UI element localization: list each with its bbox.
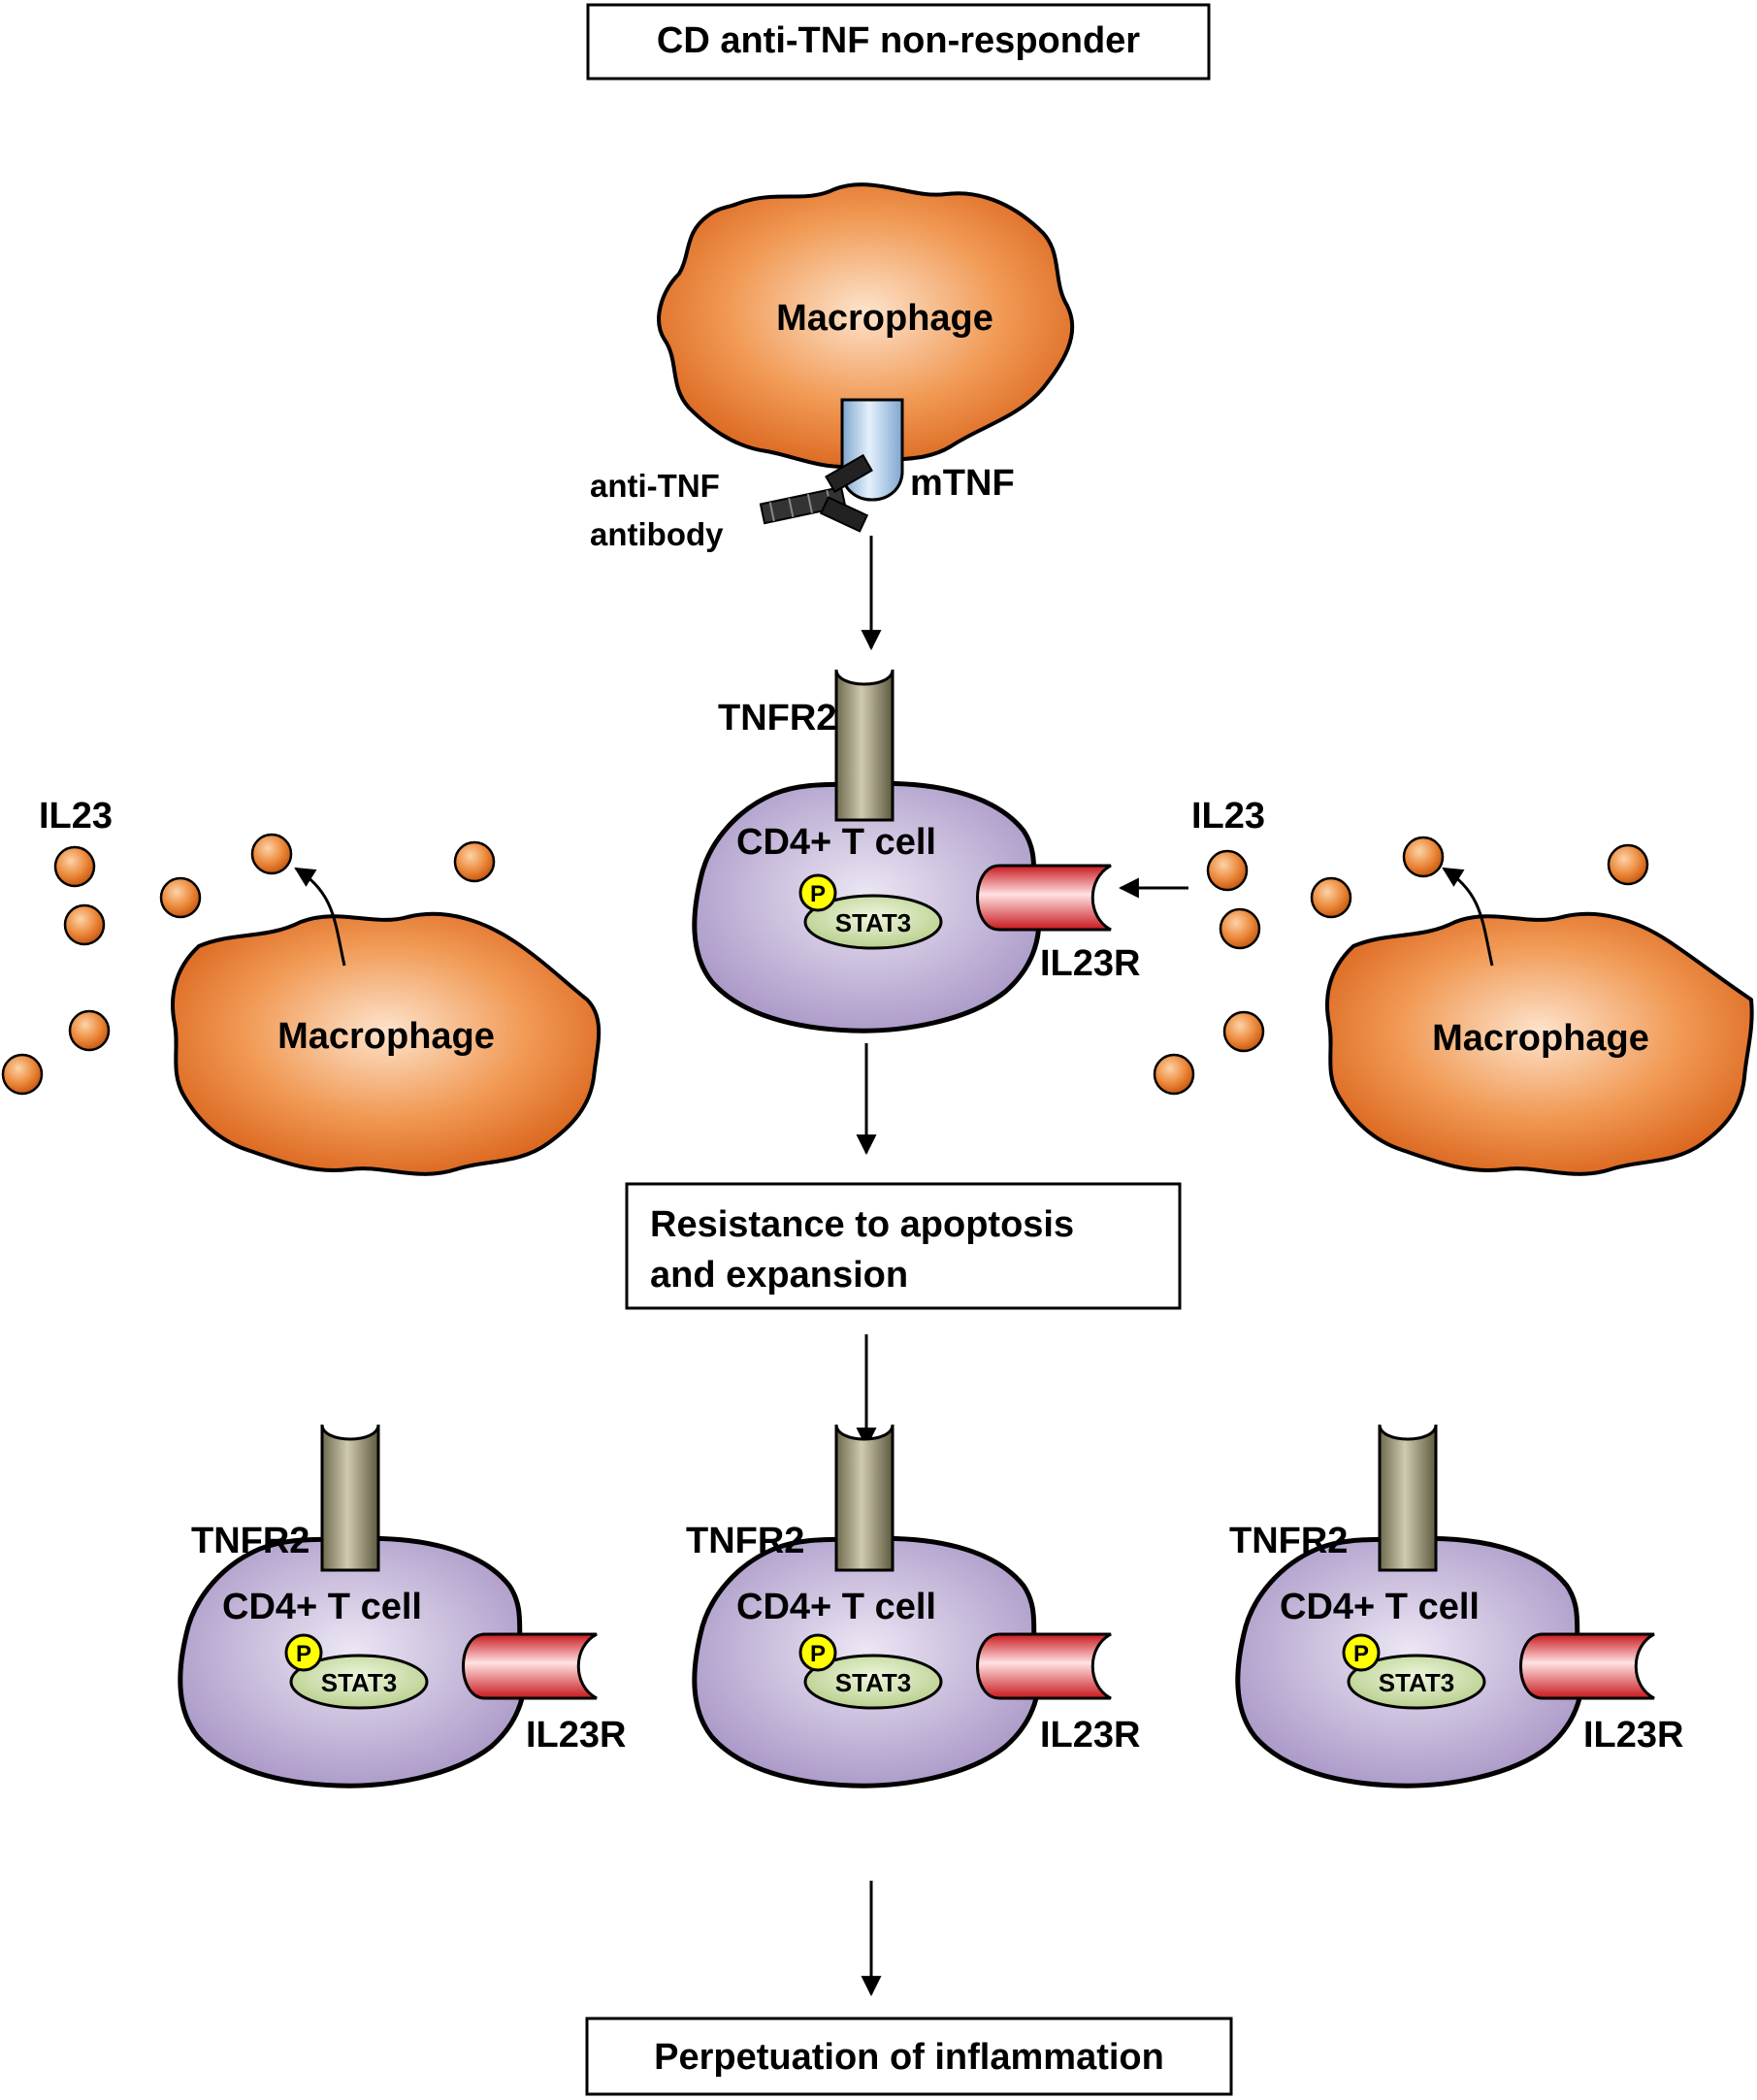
right-il23-label: IL23 bbox=[1191, 796, 1265, 837]
right-macrophage: Macrophage IL23 bbox=[1191, 796, 1754, 1176]
expanded-2-tnfr2-label: TNFR2 bbox=[686, 1521, 804, 1561]
resistance-line1: Resistance to apoptosis bbox=[650, 1204, 1074, 1245]
left-secretion-arrow bbox=[294, 867, 346, 967]
il23-particle bbox=[1, 1053, 44, 1096]
top-macrophage-label: Macrophage bbox=[776, 298, 993, 339]
central-tcell-label: CD4+ T cell bbox=[736, 822, 936, 863]
top-macrophage: Macrophage bbox=[657, 182, 1075, 469]
il23-particle bbox=[159, 876, 202, 919]
expanded-2-stat3-label: STAT3 bbox=[835, 1668, 911, 1697]
il23-particle bbox=[1607, 843, 1649, 886]
central-stat3 bbox=[803, 894, 943, 950]
expanded-3-phospho-label: P bbox=[1353, 1641, 1369, 1667]
title-text: CD anti-TNF non-responder bbox=[657, 20, 1140, 61]
expanded-tcell-2: TNFR2 CD4+ T cell STAT3 P IL23R bbox=[686, 1424, 1140, 1786]
title-box: CD anti-TNF non-responder bbox=[586, 3, 1211, 81]
mtnf-label: mTNF bbox=[910, 463, 1015, 504]
anti-tnf-antibody: anti-TNF antibody bbox=[590, 453, 873, 552]
il23-particle bbox=[453, 840, 496, 883]
left-il23-label: IL23 bbox=[39, 796, 113, 837]
il23-particle bbox=[250, 833, 293, 875]
inflammation-box: Perpetuation of inflammation bbox=[585, 2017, 1233, 2096]
right-macrophage-label: Macrophage bbox=[1432, 1018, 1649, 1059]
antibody-label-line1: anti-TNF bbox=[590, 468, 720, 504]
il23-particle bbox=[1219, 907, 1261, 950]
resistance-box: Resistance to apoptosis and expansion bbox=[625, 1182, 1182, 1310]
il23-particle bbox=[1206, 849, 1249, 892]
central-tcell: TNFR2 CD4+ T cell STAT3 P IL23R bbox=[695, 669, 1140, 1031]
expanded-1-il23r-label: IL23R bbox=[526, 1715, 626, 1755]
il23-particle bbox=[63, 903, 106, 946]
resistance-line2: and expansion bbox=[650, 1255, 908, 1296]
central-phospho bbox=[798, 873, 837, 912]
expanded-1-phospho-label: P bbox=[296, 1641, 311, 1667]
expanded-1-tcell-label: CD4+ T cell bbox=[222, 1587, 422, 1627]
expanded-tcell-1: TNFR2 CD4+ T cell STAT3 P IL23R bbox=[180, 1424, 626, 1786]
expanded-3-stat3-label: STAT3 bbox=[1379, 1668, 1454, 1697]
central-stat3-label: STAT3 bbox=[835, 908, 911, 937]
expanded-tcell-3: TNFR2 CD4+ T cell STAT3 P IL23R bbox=[1229, 1424, 1683, 1786]
il23-particle bbox=[68, 1009, 111, 1052]
right-il23-particles bbox=[1153, 836, 1649, 1096]
il23-particle bbox=[1402, 836, 1445, 878]
expanded-2-phospho-label: P bbox=[810, 1641, 826, 1667]
left-macrophage-label: Macrophage bbox=[277, 1016, 495, 1057]
il23-particle bbox=[53, 845, 96, 888]
expanded-3-il23r-label: IL23R bbox=[1583, 1715, 1683, 1755]
central-phospho-label: P bbox=[810, 881, 826, 907]
central-il23r-label: IL23R bbox=[1040, 943, 1140, 984]
central-tnfr2-label: TNFR2 bbox=[718, 698, 836, 738]
expanded-3-tcell-label: CD4+ T cell bbox=[1280, 1587, 1480, 1627]
expanded-3-tnfr2-label: TNFR2 bbox=[1229, 1521, 1348, 1561]
il23-particle bbox=[1310, 876, 1352, 919]
antibody-label-line2: antibody bbox=[590, 516, 724, 552]
expanded-2-tcell-label: CD4+ T cell bbox=[736, 1587, 936, 1627]
expanded-2-il23r-label: IL23R bbox=[1040, 1715, 1140, 1755]
il23-particle bbox=[1222, 1010, 1265, 1053]
left-macrophage: Macrophage IL23 bbox=[39, 796, 602, 1176]
expanded-1-stat3-label: STAT3 bbox=[321, 1668, 397, 1697]
right-secretion-arrow bbox=[1442, 867, 1494, 967]
expanded-1-tnfr2-label: TNFR2 bbox=[191, 1521, 309, 1561]
inflammation-text: Perpetuation of inflammation bbox=[654, 2037, 1164, 2078]
left-il23-particles bbox=[1, 833, 496, 1096]
il23-particle bbox=[1153, 1053, 1195, 1096]
